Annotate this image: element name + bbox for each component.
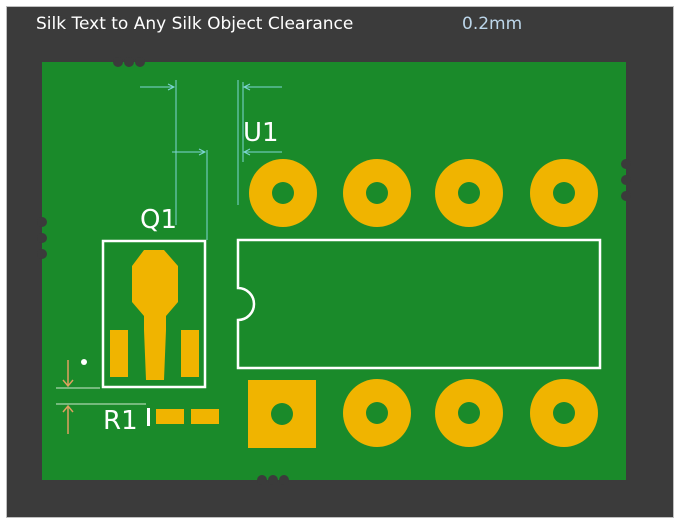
r1-designator[interactable]: R1 bbox=[103, 406, 138, 436]
u1-pad-holes-bottom bbox=[271, 402, 575, 425]
u1-component[interactable]: U1 bbox=[236, 118, 602, 448]
u1-designator[interactable]: U1 bbox=[243, 118, 279, 148]
rule-value: 0.2mm bbox=[462, 14, 523, 34]
q1-tab-pad bbox=[132, 250, 178, 380]
rule-name: Silk Text to Any Silk Object Clearance bbox=[36, 14, 354, 34]
r1-component[interactable]: R1 bbox=[103, 406, 219, 436]
clearance-dimension-left bbox=[56, 360, 146, 434]
q1-pad-left bbox=[110, 330, 128, 377]
clearance-dimension-top bbox=[140, 80, 282, 240]
q1-pin1-dot bbox=[81, 359, 87, 365]
q1-pad-right bbox=[181, 330, 199, 377]
q1-silk-outline bbox=[101, 239, 207, 389]
r1-pad-left bbox=[156, 409, 184, 424]
u1-silk-outline bbox=[236, 238, 602, 370]
u1-pad-holes-top bbox=[272, 182, 575, 204]
q1-component[interactable]: Q1 bbox=[81, 205, 207, 389]
r1-pad-right bbox=[191, 409, 219, 424]
q1-designator[interactable]: Q1 bbox=[140, 205, 177, 235]
r1-silk-mark bbox=[147, 408, 150, 426]
